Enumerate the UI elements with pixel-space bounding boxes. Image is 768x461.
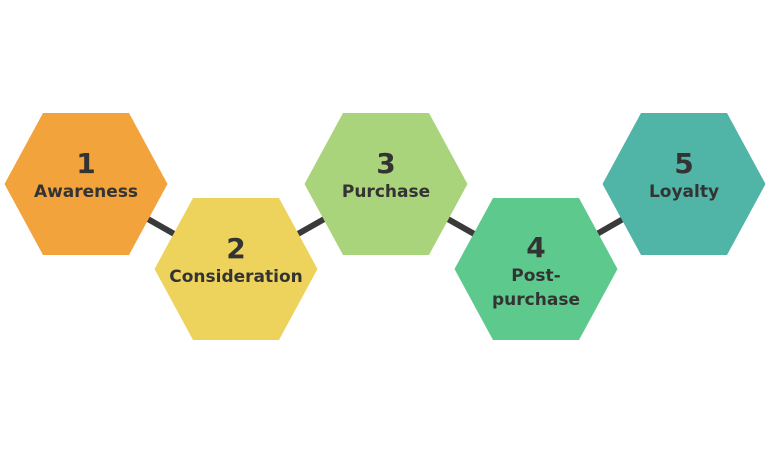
hexagon-shape — [4, 113, 168, 255]
stage-label: purchase — [492, 290, 580, 310]
stage-number: 3 — [376, 147, 395, 180]
hexagon-shape — [154, 198, 318, 340]
stage-label: Purchase — [342, 182, 430, 202]
stage-label: Awareness — [34, 182, 138, 202]
stage-number: 5 — [674, 147, 693, 180]
stage-label: Loyalty — [649, 182, 719, 202]
hexagon-shape — [304, 113, 468, 255]
stages: 1Awareness2Consideration3Purchase4Post-p… — [4, 113, 766, 340]
stage-label: Post- — [511, 266, 560, 286]
stage-number: 1 — [76, 147, 95, 180]
stage-number: 2 — [226, 232, 245, 265]
hexagon-shape — [602, 113, 766, 255]
stage-number: 4 — [526, 231, 545, 264]
hexagon-shape — [454, 198, 618, 340]
stage-label: Consideration — [169, 267, 303, 287]
